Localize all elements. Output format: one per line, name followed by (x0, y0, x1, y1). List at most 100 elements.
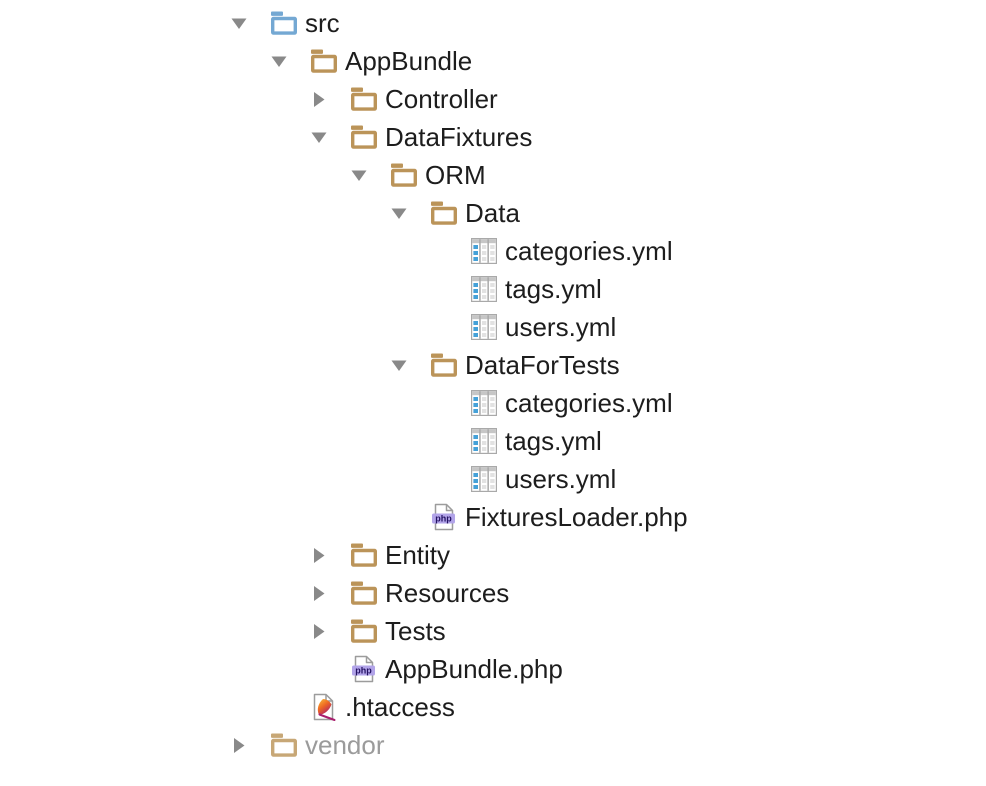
expand-toggle[interactable] (230, 736, 248, 754)
tree-item-label: users.yml (505, 311, 617, 342)
tree-item-controller[interactable]: Controller (0, 80, 986, 118)
icon-spacer (430, 242, 448, 260)
tree-item-label: ORM (425, 159, 486, 190)
tree-item-label: Controller (385, 83, 498, 114)
tree-item-label: vendor (305, 729, 385, 760)
tree-item-orm[interactable]: ORM (0, 156, 986, 194)
tree-item-label: Resources (385, 577, 510, 608)
icon-spacer (430, 394, 448, 412)
icon-spacer (430, 318, 448, 336)
item-icon-slot (350, 541, 378, 569)
folder-icon (351, 87, 378, 111)
source-folder-icon (271, 11, 298, 35)
item-icon-slot: php (350, 655, 378, 683)
folder-icon (271, 733, 298, 757)
tree-item-tags-yml[interactable]: tags.yml (0, 270, 986, 308)
folder-icon (351, 619, 378, 643)
expand-toggle[interactable] (230, 14, 248, 32)
expand-toggle[interactable] (310, 128, 328, 146)
yaml-file-icon (471, 428, 497, 454)
item-icon-slot (470, 275, 498, 303)
expand-toggle[interactable] (310, 90, 328, 108)
tree-item-appbundle[interactable]: AppBundle (0, 42, 986, 80)
item-icon-slot (390, 161, 418, 189)
chevron-right-icon[interactable] (312, 546, 327, 564)
tree-item-fixturesloader-php[interactable]: php FixturesLoader.php (0, 498, 986, 536)
tree-item-htaccess[interactable]: .htaccess (0, 688, 986, 726)
folder-icon (311, 49, 338, 73)
php-file-icon: php (352, 655, 375, 683)
tree-item-label: .htaccess (345, 691, 455, 722)
item-icon-slot (350, 123, 378, 151)
tree-item-datafixtures[interactable]: DataFixtures (0, 118, 986, 156)
tree-item-label: src (305, 7, 340, 38)
icon-spacer (430, 470, 448, 488)
folder-icon (351, 581, 378, 605)
item-icon-slot (430, 351, 458, 379)
item-icon-slot (350, 617, 378, 645)
tree-item-label: AppBundle.php (385, 653, 563, 684)
expand-toggle[interactable] (310, 584, 328, 602)
tree-item-resources[interactable]: Resources (0, 574, 986, 612)
folder-icon (391, 163, 418, 187)
expand-toggle[interactable] (390, 356, 408, 374)
icon-spacer (430, 280, 448, 298)
icon-spacer (390, 508, 408, 526)
tree-item-categories-yml[interactable]: categories.yml (0, 232, 986, 270)
expand-toggle[interactable] (390, 204, 408, 222)
tree-item-categories-yml[interactable]: categories.yml (0, 384, 986, 422)
tree-item-users-yml[interactable]: users.yml (0, 308, 986, 346)
project-file-tree: src AppBundle Controller D (0, 4, 986, 764)
chevron-right-icon[interactable] (312, 622, 327, 640)
chevron-down-icon[interactable] (350, 168, 368, 183)
chevron-right-icon[interactable] (312, 90, 327, 108)
item-icon-slot (430, 199, 458, 227)
expand-toggle[interactable] (310, 546, 328, 564)
item-icon-slot (470, 465, 498, 493)
yaml-file-icon (471, 390, 497, 416)
svg-text:php: php (435, 514, 452, 524)
folder-icon (351, 543, 378, 567)
htaccess-file-icon (313, 693, 336, 721)
tree-item-entity[interactable]: Entity (0, 536, 986, 574)
item-icon-slot (270, 731, 298, 759)
tree-item-appbundle-php[interactable]: php AppBundle.php (0, 650, 986, 688)
folder-icon (431, 201, 458, 225)
chevron-right-icon[interactable] (312, 584, 327, 602)
tree-item-label: users.yml (505, 463, 617, 494)
svg-text:php: php (355, 666, 372, 676)
chevron-right-icon[interactable] (232, 736, 247, 754)
expand-toggle[interactable] (310, 622, 328, 640)
tree-item-data[interactable]: Data (0, 194, 986, 232)
tree-item-tests[interactable]: Tests (0, 612, 986, 650)
tree-item-datafortests[interactable]: DataForTests (0, 346, 986, 384)
item-icon-slot (350, 85, 378, 113)
tree-item-label: categories.yml (505, 387, 673, 418)
tree-item-label: Tests (385, 615, 446, 646)
yaml-file-icon (471, 466, 497, 492)
expand-toggle[interactable] (350, 166, 368, 184)
yaml-file-icon (471, 276, 497, 302)
chevron-down-icon[interactable] (270, 54, 288, 69)
tree-item-label: DataForTests (465, 349, 620, 380)
tree-item-label: Entity (385, 539, 451, 570)
tree-item-label: AppBundle (345, 45, 473, 76)
expand-toggle[interactable] (270, 52, 288, 70)
chevron-down-icon[interactable] (390, 358, 408, 373)
item-icon-slot (470, 237, 498, 265)
icon-spacer (270, 698, 288, 716)
tree-item-vendor[interactable]: vendor (0, 726, 986, 764)
tree-item-users-yml[interactable]: users.yml (0, 460, 986, 498)
tree-item-src[interactable]: src (0, 4, 986, 42)
chevron-down-icon[interactable] (310, 130, 328, 145)
icon-spacer (310, 660, 328, 678)
tree-item-tags-yml[interactable]: tags.yml (0, 422, 986, 460)
item-icon-slot (470, 389, 498, 417)
chevron-down-icon[interactable] (390, 206, 408, 221)
apache-feather-icon (317, 699, 332, 715)
chevron-down-icon[interactable] (230, 16, 248, 31)
item-icon-slot (310, 47, 338, 75)
tree-item-label: tags.yml (505, 425, 602, 456)
tree-item-label: FixturesLoader.php (465, 501, 688, 532)
folder-icon (431, 353, 458, 377)
